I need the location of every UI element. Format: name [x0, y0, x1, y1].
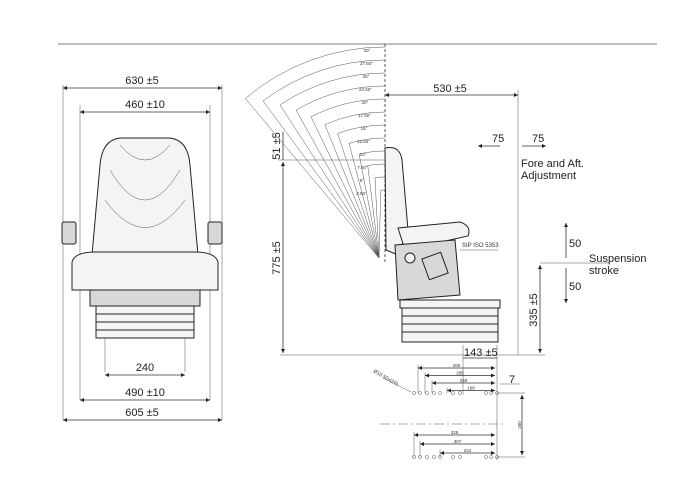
angle-line	[378, 190, 382, 259]
suspension-front	[89, 289, 201, 307]
hole	[425, 455, 429, 459]
angle-arc	[245, 46, 386, 99]
hole-spec: Ø10.50x(20)	[372, 369, 399, 388]
angle-line	[337, 133, 380, 259]
suspension-down: 50	[569, 281, 581, 293]
angle-label: 22.50°	[359, 87, 372, 92]
dim-backrest-width: 460 ±10	[125, 99, 165, 111]
hole	[489, 455, 493, 459]
angle-label: 10°	[360, 152, 367, 157]
hole	[451, 391, 455, 395]
hole	[412, 391, 416, 395]
fore-aft-label-1: Fore and Aft.	[521, 158, 584, 170]
angle-arc	[262, 59, 386, 102]
angle-line	[358, 154, 380, 259]
front-view: 630 ±5 460 ±10 240 490 ±10 605 ±5	[61, 75, 223, 422]
backrest-front	[91, 137, 199, 256]
hole	[438, 455, 442, 459]
dim-top-label: 248	[460, 378, 468, 383]
seat-cushion-front	[71, 251, 219, 291]
hole	[495, 455, 499, 459]
backrest-angle-fan: 30° 27.50° 25° 22.50° 20° 17.50° 15° 12.50° 10° 7…	[245, 46, 386, 259]
angle-label: 17.50°	[358, 113, 371, 118]
dim-offset: 143 ±5	[464, 347, 498, 359]
hole	[418, 455, 422, 459]
angle-label: 5°	[360, 178, 365, 183]
dim-depth: 530 ±5	[433, 83, 467, 95]
height-adjust-handle	[421, 251, 449, 281]
hole	[412, 455, 416, 459]
dim-bottom-width: 605 ±5	[125, 407, 159, 419]
hole	[451, 455, 455, 459]
angle-label: 20°	[362, 100, 369, 105]
angle-line	[324, 124, 380, 259]
dim-bottom-label: 222	[464, 448, 472, 453]
suspension-up: 50	[569, 238, 581, 250]
angle-label: 15°	[361, 126, 368, 131]
angle-arc	[279, 72, 386, 106]
bellows-side	[399, 299, 501, 343]
hole	[432, 455, 436, 459]
dim-rail-offset: 7	[509, 374, 515, 386]
hole	[484, 391, 488, 395]
hole	[438, 391, 442, 395]
angle-line	[245, 98, 380, 259]
dim-overall-width: 630 ±5	[125, 75, 159, 87]
dim-base-height: 335 ±5	[528, 293, 540, 327]
angle-label: 27.50°	[360, 61, 373, 66]
angle-arc	[324, 111, 386, 125]
angle-label: 25°	[363, 74, 370, 79]
left-armrest	[61, 221, 77, 245]
angle-line	[348, 143, 380, 259]
sip-label: SIP ISO 5353	[462, 243, 499, 249]
angle-arc	[337, 124, 386, 134]
recline-knob	[404, 252, 416, 264]
angle-arc	[295, 85, 386, 111]
dim-top-label: 265	[453, 363, 461, 368]
dim-bottom-label: 325	[451, 430, 459, 435]
angle-arc	[310, 98, 386, 117]
dim-headrest: 51 ±5	[271, 132, 283, 159]
hole	[458, 391, 462, 395]
angle-label: 2.50°	[356, 191, 367, 196]
mounting-holes	[412, 391, 499, 459]
suspension-label-2: stroke	[589, 265, 619, 277]
hole	[432, 391, 436, 395]
dim-plan-depth: 260	[517, 421, 522, 429]
hole	[489, 391, 493, 395]
angle-arc	[348, 137, 386, 144]
hole	[484, 455, 488, 459]
hole	[458, 455, 462, 459]
angle-label: 12.50°	[357, 139, 370, 144]
fore-aft-right: 75	[532, 133, 544, 145]
suspension-label-1: Suspension	[589, 253, 647, 265]
dim-mount-width: 490 ±10	[125, 387, 165, 399]
angle-arc	[367, 163, 386, 166]
fore-aft-label-2: Adjustment	[521, 170, 576, 182]
angle-label: 30°	[364, 48, 371, 53]
angle-line	[374, 177, 380, 259]
dim-top-label: 168	[467, 386, 475, 391]
hole	[425, 391, 429, 395]
angle-label: 7.50°	[357, 165, 368, 170]
angle-line	[295, 110, 380, 259]
angle-arc	[374, 176, 386, 178]
angle-line	[310, 116, 380, 259]
side-view: 30° 27.50° 25° 22.50° 20° 17.50° 15° 12.50° 10° 7…	[245, 44, 647, 356]
dim-top-label: 280	[456, 371, 464, 376]
hole	[495, 391, 499, 395]
angle-line	[262, 100, 380, 259]
bellows-front	[95, 305, 195, 339]
angle-line	[279, 104, 380, 259]
dim-bottom-label: 307	[454, 439, 462, 444]
fore-aft-left: 75	[492, 133, 504, 145]
dim-base-width: 240	[136, 362, 154, 374]
right-armrest	[207, 221, 223, 245]
hole	[418, 391, 422, 395]
dim-height: 775 ±5	[271, 241, 283, 275]
angle-line	[367, 165, 380, 259]
